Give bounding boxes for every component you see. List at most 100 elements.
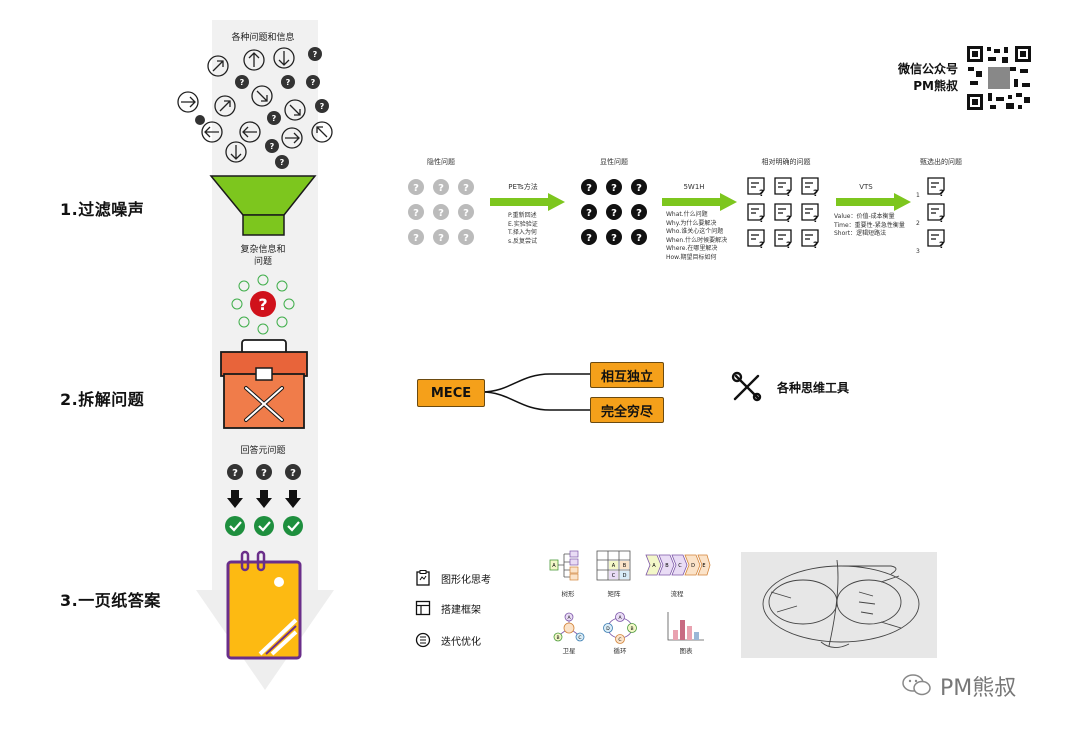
satellite-diagram-icon: A B C	[553, 612, 585, 642]
arrow2-title: 5W1H	[683, 183, 705, 191]
account-label: 微信公众号 PM熊叔	[870, 61, 958, 95]
arrow1-note: T.择入为何	[508, 229, 537, 236]
account-line-2: PM熊叔	[913, 79, 958, 93]
diagram-letter: D	[606, 626, 610, 632]
arrow-circle-icon	[251, 85, 273, 107]
svg-text:?: ?	[759, 241, 764, 251]
tools-label: 各种思维工具	[777, 381, 850, 395]
svg-text:?: ?	[320, 102, 325, 111]
arrow2-note: Where.在哪里解决	[666, 245, 718, 252]
complex-question-icon: ?	[231, 274, 295, 335]
diagram-letter: B	[556, 635, 559, 641]
svg-text:?: ?	[813, 189, 818, 199]
arrow-circle-icon	[311, 121, 333, 143]
arrow2-note: Who.谁关心这个问题	[666, 228, 724, 235]
legend-framework: 搭建框架	[415, 600, 481, 616]
arrow-3-icon	[836, 193, 911, 211]
diagram-label-matrix: 矩阵	[607, 590, 621, 598]
diagram-letter: D	[691, 563, 695, 569]
arrow3-note: Time：重要性-紧急性衡量	[834, 221, 905, 229]
diagram-label-flow: 流程	[670, 590, 684, 598]
diagram-letter: C	[618, 637, 621, 643]
iterate-icon	[415, 632, 431, 648]
mece-root: MECE	[417, 379, 485, 407]
svg-text:?: ?	[759, 189, 764, 199]
arrow-circle-icon	[225, 141, 247, 163]
account-line-1: 微信公众号	[897, 62, 958, 76]
funnel-middle-label: 复杂信息和 问题	[213, 244, 313, 268]
svg-text:?: ?	[272, 114, 277, 123]
explicit-question-grid: ??? ??? ???	[581, 179, 647, 245]
legend-label: 搭建框架	[441, 604, 481, 616]
tools-icon	[731, 371, 762, 402]
mece-connector	[481, 373, 592, 411]
clear-question-grid: ? ? ? ? ? ? ? ? ?	[747, 177, 819, 251]
diagram-letter: C	[578, 635, 581, 641]
arrow-circle-icon	[243, 49, 265, 71]
svg-text:?: ?	[286, 78, 291, 87]
qr-code-icon	[966, 45, 1032, 111]
svg-text:?: ?	[463, 183, 469, 194]
svg-text:?: ?	[636, 208, 642, 219]
arrow1-note: E.实验验证	[508, 220, 538, 228]
svg-text:?: ?	[636, 183, 642, 194]
col4-number: 3	[916, 248, 920, 255]
arrow3-note: Value：价值-成本衡量	[834, 213, 895, 220]
svg-text:?: ?	[813, 215, 818, 225]
arrow2-note: How.期望目标如何	[666, 253, 717, 261]
arrow3-note: Short：逻辑短路法	[834, 230, 887, 237]
arrow-1-icon	[490, 193, 565, 211]
filter-funnel-icon	[209, 175, 317, 236]
diagram-letter: A	[618, 615, 622, 621]
col4-title: 甄选出的问题	[920, 158, 962, 166]
svg-text:?: ?	[611, 233, 617, 244]
mece-branch-independent: 相互独立	[590, 362, 664, 388]
svg-text:?: ?	[311, 78, 316, 87]
tree-diagram-icon: A	[549, 550, 579, 581]
clipboard-icon	[416, 570, 430, 586]
step-2-label: 2.拆解问题	[60, 390, 145, 409]
matrix-diagram-icon: A B C D	[596, 550, 631, 581]
arrow-circle-icon	[177, 91, 199, 113]
arrow1-note: P.重新回述	[508, 212, 537, 219]
step-3-label: 3.一页纸答案	[60, 591, 161, 610]
svg-text:?: ?	[586, 183, 592, 194]
watermark-label: PM熊叔	[940, 676, 1017, 701]
legend-iterate: 迭代优化	[415, 632, 481, 648]
svg-text:?: ?	[813, 241, 818, 251]
svg-text:?: ?	[438, 183, 444, 194]
arrow-circle-icon	[214, 95, 236, 117]
diagram-letter: A	[552, 563, 556, 569]
svg-text:?: ?	[786, 215, 791, 225]
step-1-label: 1.过滤噪声	[60, 200, 145, 219]
diagram-letter: A	[612, 563, 616, 569]
arrow-circle-icon	[284, 99, 306, 121]
wechat-icon	[902, 674, 931, 696]
diagram-letter: C	[612, 573, 616, 579]
diagram-label-chart: 图表	[679, 647, 693, 655]
funnel-top-label: 各种问题和信息	[231, 33, 295, 43]
toolbox-icon	[220, 339, 308, 429]
svg-text:?: ?	[438, 208, 444, 219]
svg-text:?: ?	[413, 208, 419, 219]
legend-label: 图形化思考	[441, 574, 491, 586]
diagram-label-tree: 树形	[561, 590, 575, 598]
col4-numbers: 1 2 3	[916, 182, 920, 266]
svg-text:?: ?	[759, 215, 764, 225]
svg-text:?: ?	[636, 233, 642, 244]
svg-text:?: ?	[438, 233, 444, 244]
legend-visual-thinking: 图形化思考	[415, 570, 491, 586]
arrow1-note: s.反复尝试	[508, 237, 538, 245]
svg-text:?: ?	[463, 233, 469, 244]
diagram-letter: A	[652, 563, 656, 569]
legend-label: 迭代优化	[441, 636, 481, 648]
layout-icon	[415, 600, 431, 616]
arrow-circle-icon	[281, 127, 303, 149]
svg-text:?: ?	[313, 50, 318, 59]
arrow3-notes: Value：价值-成本衡量 Time：重要性-紧急性衡量 Short：逻辑短路法	[834, 213, 905, 239]
flow-diagram-icon: A B C D E	[645, 554, 711, 576]
svg-text:?: ?	[939, 215, 944, 225]
svg-text:?: ?	[280, 158, 285, 167]
arrow-circle-icon	[201, 121, 223, 143]
arrow-2-icon	[662, 193, 737, 211]
